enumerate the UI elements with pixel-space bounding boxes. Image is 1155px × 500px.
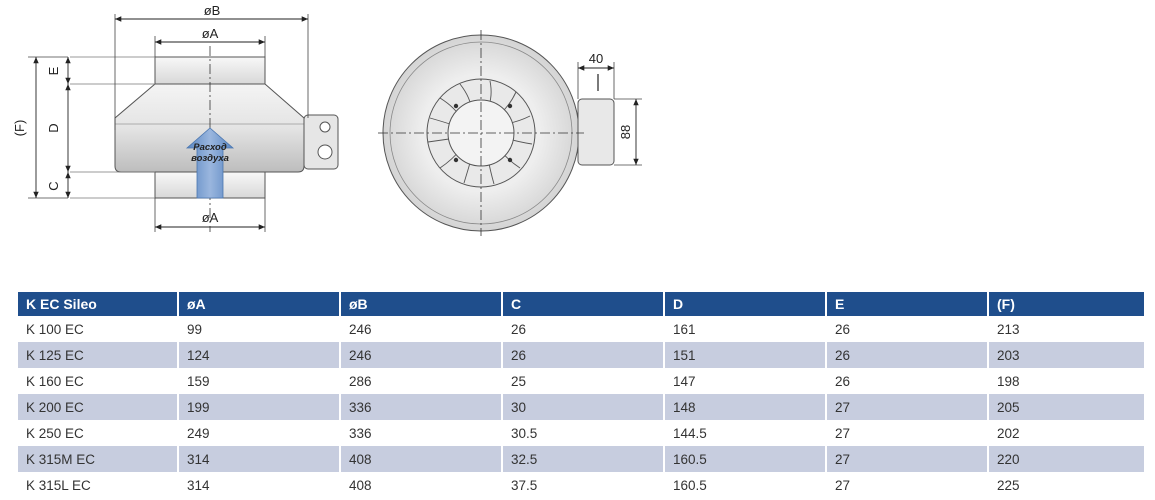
- cell-model: K 315M EC: [18, 446, 179, 472]
- cell-b: 246: [340, 316, 503, 342]
- table-row: K 250 EC 249 336 30.5 144.5 27 202: [18, 420, 1144, 446]
- cell-c: 25: [502, 368, 665, 394]
- terminal-box: [303, 114, 339, 170]
- dim-40-label: 40: [589, 51, 603, 66]
- cell-e: 27: [826, 446, 989, 472]
- cell-model: K 315L EC: [18, 472, 179, 498]
- airflow-label-line1: Расход: [193, 142, 227, 153]
- cell-c: 26: [502, 342, 665, 368]
- header-b: øB: [340, 292, 503, 316]
- table-row: K 200 EC 199 336 30 148 27 205: [18, 394, 1144, 420]
- dim-c-label: C: [46, 181, 61, 190]
- technical-drawing: øB øA øA Расход воздуха E D C (F): [12, 3, 642, 236]
- cell-f: 213: [997, 321, 1020, 337]
- cell-e: 27: [826, 420, 989, 446]
- airflow-arrow: [185, 127, 235, 199]
- cell-b: 408: [340, 472, 503, 498]
- dim-a-top-label: øA: [202, 26, 219, 41]
- cell-c: 37.5: [502, 472, 665, 498]
- header-c: C: [502, 292, 665, 316]
- side-view: øB øA øA Расход воздуха E D C (F): [12, 3, 339, 232]
- cell-a: 314: [178, 446, 341, 472]
- cell-d: 160.5: [664, 446, 827, 472]
- cell-d: 151: [664, 342, 827, 368]
- cell-b: 286: [340, 368, 503, 394]
- cell-a: 314: [178, 472, 341, 498]
- cell-f: 225: [997, 477, 1020, 493]
- cell-a: 199: [178, 394, 341, 420]
- cell-f: 198: [997, 373, 1020, 389]
- cell-d: 147: [664, 368, 827, 394]
- airflow-label-line2: воздуха: [191, 153, 229, 164]
- cell-model: K 160 EC: [18, 368, 179, 394]
- cell-e: 27: [826, 394, 989, 420]
- cell-d: 148: [664, 394, 827, 420]
- table-row: K 160 EC 159 286 25 147 26 198: [18, 368, 1144, 394]
- cell-f: 203: [988, 342, 1144, 368]
- dim-88-label: 88: [618, 125, 633, 139]
- table-row: K 315M EC 314 408 32.5 160.5 27 220: [18, 446, 1144, 472]
- cell-d: 161: [664, 316, 827, 342]
- dim-d-label: D: [46, 123, 61, 132]
- cell-a: 99: [178, 316, 341, 342]
- cell-a: 249: [178, 420, 341, 446]
- cell-b: 336: [340, 420, 503, 446]
- table-row: K 125 EC 124 246 26 151 26 203: [18, 342, 1144, 368]
- cell-e: 26: [826, 342, 989, 368]
- cell-a: 124: [178, 342, 341, 368]
- cell-model: K 125 EC: [18, 342, 179, 368]
- header-d: D: [664, 292, 827, 316]
- table-row: K 315L EC 314 408 37.5 160.5 27 225: [18, 472, 1144, 498]
- cell-e: 26: [826, 368, 989, 394]
- cell-model: K 250 EC: [18, 420, 179, 446]
- cell-model: K 200 EC: [18, 394, 179, 420]
- cell-b: 408: [340, 446, 503, 472]
- header-model: K EC Sileo: [18, 292, 179, 316]
- cell-c: 26: [502, 316, 665, 342]
- dim-b-label: øB: [204, 3, 221, 18]
- dim-e-label: E: [46, 66, 61, 75]
- cell-e: 26: [826, 316, 989, 342]
- cell-b: 246: [340, 342, 503, 368]
- cell-model: K 100 EC: [18, 316, 179, 342]
- dimensions-table: K EC Sileo øA øB C D E (F) K 100 EC 99 2…: [18, 292, 1144, 498]
- cell-c: 30.5: [502, 420, 665, 446]
- header-a: øA: [178, 292, 341, 316]
- cell-a: 159: [178, 368, 341, 394]
- front-terminal-box: [577, 98, 615, 166]
- front-view: 40 88: [378, 30, 642, 236]
- cell-f: 220: [988, 446, 1144, 472]
- header-f: (F): [988, 292, 1144, 316]
- cell-d: 160.5: [664, 472, 827, 498]
- cell-c: 32.5: [502, 446, 665, 472]
- dim-f-label: (F): [12, 120, 27, 137]
- cell-b: 336: [340, 394, 503, 420]
- cell-f: 202: [997, 425, 1020, 441]
- cell-d: 144.5: [664, 420, 827, 446]
- cell-e: 27: [826, 472, 989, 498]
- table-header-row: K EC Sileo øA øB C D E (F): [18, 292, 1144, 316]
- cell-c: 30: [502, 394, 665, 420]
- cell-f: 205: [988, 394, 1144, 420]
- header-e: E: [826, 292, 989, 316]
- table-row: K 100 EC 99 246 26 161 26 213: [18, 316, 1144, 342]
